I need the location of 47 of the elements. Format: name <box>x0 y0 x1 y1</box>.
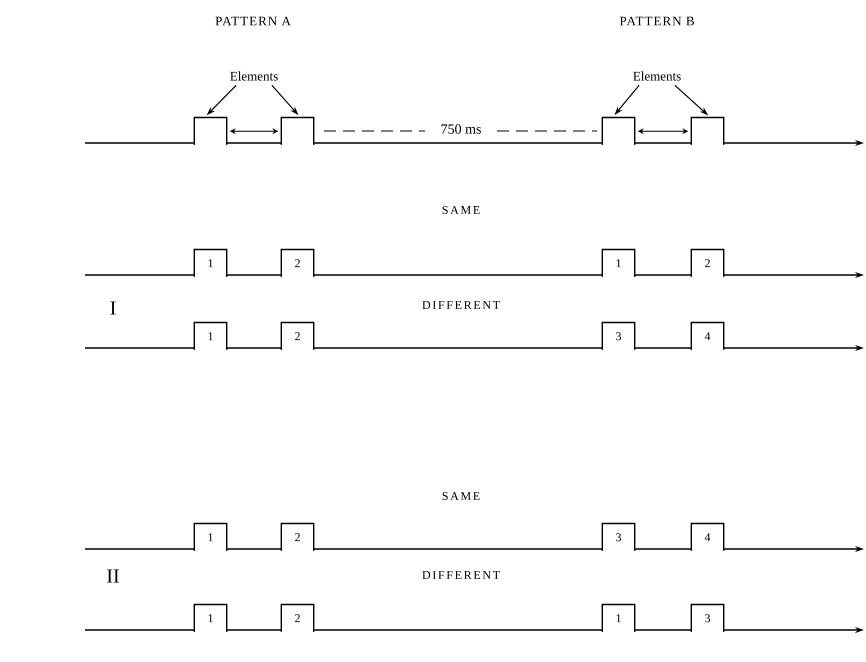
numbered-pulse: 4 <box>690 522 724 551</box>
numbered-pulse: 1 <box>602 248 636 277</box>
node-label: 1 <box>616 614 621 622</box>
node-label: 4 <box>704 332 710 340</box>
numbered-pulse: 4 <box>690 322 724 350</box>
node-label: 1 <box>208 533 213 542</box>
node-label: 3 <box>616 332 622 340</box>
node-label: 4 <box>704 533 710 542</box>
group-numeral: I <box>110 301 116 315</box>
numbered-pulse: 3 <box>602 322 636 350</box>
group-numeral: II <box>107 569 119 583</box>
numbered-pulse: 1 <box>194 604 228 632</box>
numbered-pulse: 2 <box>280 248 314 277</box>
element-label: Elements <box>633 71 681 81</box>
node-label: 3 <box>705 614 710 622</box>
numbered-pulse: 1 <box>194 322 228 350</box>
numbered-pulse: 2 <box>280 522 314 551</box>
node-label: 1 <box>208 332 213 340</box>
condition-heading: DIFFERENT <box>422 301 500 309</box>
numbered-pulse: 1 <box>194 522 228 551</box>
node-label: 2 <box>705 259 710 268</box>
numbered-pulse: 2 <box>280 604 314 632</box>
node-label: 1 <box>208 614 213 622</box>
numbered-pulse: 3 <box>690 604 724 632</box>
condition-heading: SAME <box>442 492 480 500</box>
condition-heading: DIFFERENT <box>422 571 500 579</box>
node-label: 2 <box>295 259 300 268</box>
node-label: 2 <box>295 332 300 340</box>
numbered-pulse: 2 <box>280 322 314 350</box>
node-label: 3 <box>616 533 622 542</box>
pulse <box>690 116 724 145</box>
pulse <box>602 116 636 145</box>
element-label: Elements <box>230 71 278 81</box>
pulse <box>280 116 314 145</box>
numbered-pulse: 1 <box>194 248 228 277</box>
duration-label: 750 ms <box>442 124 481 134</box>
pulse <box>194 116 228 145</box>
node-label: 2 <box>295 533 300 542</box>
pattern-heading: PATTERN B <box>620 16 694 26</box>
numbered-pulse: 3 <box>602 522 636 551</box>
numbered-pulse: 1 <box>602 604 636 632</box>
numbered-pulse: 2 <box>690 248 724 277</box>
node-label: 1 <box>208 259 213 268</box>
node-label: 1 <box>616 259 621 268</box>
condition-heading: SAME <box>442 206 480 214</box>
pattern-heading: PATTERN A <box>216 16 291 26</box>
node-label: 2 <box>295 614 300 622</box>
